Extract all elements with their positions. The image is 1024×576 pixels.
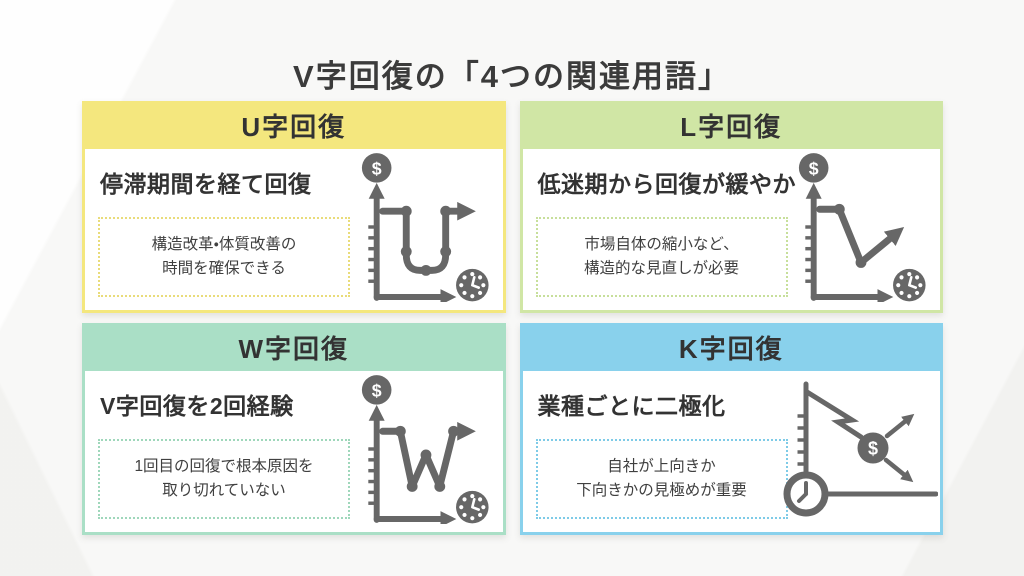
dollar-icon: $ [361,375,391,405]
svg-text:$: $ [868,439,878,459]
card-u-header: U字回復 [82,101,506,149]
card-w-header: W字回復 [82,323,506,371]
svg-text:$: $ [371,158,381,178]
upward-arrow [884,413,915,439]
y-axis-ticks [367,225,375,283]
clock-icon [893,268,926,302]
w-shaped-recovery-chart-icon: $ [361,375,489,524]
clock-icon [455,490,489,524]
u-curve-dots [400,205,451,276]
card-u-note-line1: 構造改革・体質改善の [151,235,297,253]
card-u-note-line2: 時間を確保できる [162,259,286,277]
card-u-recovery: U字回復 停滞期間を経て回復 構造改革・体質改善の 時間を確保できる [82,101,506,313]
dollar-icon: $ [798,153,829,183]
card-w-headline: V字回復を2回経験 [100,393,294,419]
y-axis-ticks [367,447,375,505]
card-k-title: K字回復 [678,333,784,364]
card-u-headline: 停滞期間を経て回復 [100,171,312,197]
u-curve [378,201,476,274]
card-w-note-line2: 取り切れていない [162,481,286,499]
card-l-body: 低迷期から回復が緩やか 市場自体の縮小など、 構造的な見直しが必要 $ [519,149,943,313]
page-title: V字回復の「4つの関連用語」 [293,58,731,94]
card-w-body: V字回復を2回経験 1回目の回復で根本原因を 取り切れていない $ [82,371,506,535]
card-k-note-line1: 自社が上向きか [607,457,716,475]
downward-arrow [883,457,914,483]
clock-icon [455,268,489,302]
card-w-note-line1: 1回目の回復で根本原因を [134,457,314,475]
card-k-note-box: 自社が上向きか 下向きかの見極めが重要 [535,438,788,519]
cards-grid: U字回復 停滞期間を経て回復 構造改革・体質改善の 時間を確保できる [82,101,943,535]
card-u-title: U字回復 [241,111,347,142]
l-curve [816,205,905,266]
card-k-headline: 業種ごとに二極化 [537,393,726,419]
card-u-body: 停滞期間を経て回復 構造改革・体質改善の 時間を確保できる $ [82,149,506,313]
dollar-icon: $ [361,153,391,183]
svg-text:$: $ [371,380,381,400]
card-k-header: K字回復 [519,323,943,371]
card-l-note-box: 市場自体の縮小など、 構造的な見直しが必要 [535,216,788,297]
u-shaped-recovery-chart-icon: $ [361,153,489,302]
card-k-recovery: K字回復 業種ごとに二極化 自社が上向きか 下向きかの見極めが重要 [519,323,943,535]
l-shaped-recovery-chart-icon: $ [798,153,926,302]
y-axis-ticks [805,225,812,283]
l-curve-dots [833,203,867,268]
card-k-note-line2: 下向きかの見極めが重要 [576,481,747,499]
card-w-title: W字回復 [238,333,350,364]
clock-icon [783,471,829,517]
card-l-note-line1: 市場自体の縮小など、 [584,235,739,253]
card-w-recovery: W字回復 V字回復を2回経験 1回目の回復で根本原因を 取り切れていない [82,323,506,535]
card-l-header: L字回復 [519,101,943,149]
card-w-note-box: 1回目の回復で根本原因を 取り切れていない [98,438,350,519]
y-axis-ticks [797,414,804,466]
card-k-body: 業種ごとに二極化 自社が上向きか 下向きかの見極めが重要 [519,371,943,535]
card-l-headline: 低迷期から回復が緩やか [537,171,796,197]
decline-zigzag-line [804,389,864,440]
card-l-recovery: L字回復 低迷期から回復が緩やか 市場自体の縮小など、 構造的な見直しが必要 [519,101,943,313]
card-l-note-line2: 構造的な見直しが必要 [583,259,739,277]
card-l-title: L字回復 [680,111,783,142]
card-u-note-box: 構造改革・体質改善の 時間を確保できる [98,216,350,297]
svg-text:$: $ [809,158,819,178]
w-curve-dots [394,425,459,492]
dollar-icon: $ [857,432,889,464]
k-shaped-recovery-chart-icon: $ [783,381,938,517]
